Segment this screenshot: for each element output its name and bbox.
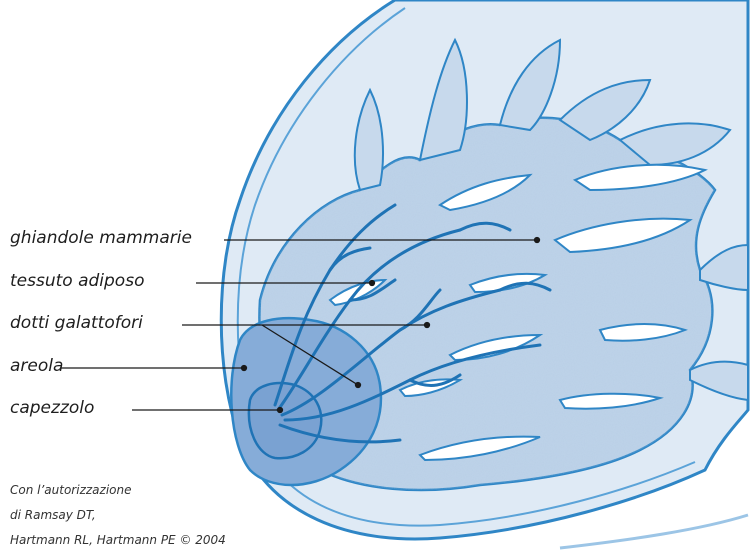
credit-line-3: Hartmann RL, Hartmann PE © 2004 [10, 533, 226, 547]
label-areola: areola [10, 356, 63, 376]
label-ghiandole-mammarie: ghiandole mammarie [10, 228, 192, 248]
chest-wall-line [560, 515, 748, 548]
label-tessuto-adiposo: tessuto adiposo [10, 271, 144, 291]
credit-line-1: Con l’autorizzazione [10, 483, 131, 497]
credit-line-2: di Ramsay DT, [10, 508, 96, 522]
label-capezzolo: capezzolo [10, 398, 94, 418]
label-dotti-galattofori: dotti galattofori [10, 313, 143, 333]
